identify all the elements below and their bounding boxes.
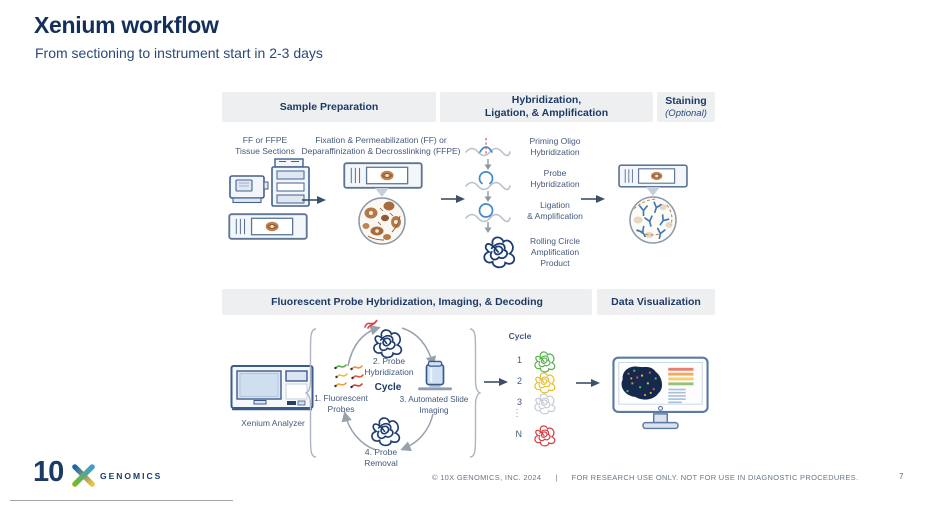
fixation-slide-icon	[343, 162, 423, 189]
header-hybridization-line2: Ligation, & Amplification	[484, 107, 609, 119]
cycle-ellipsis: ⋮	[512, 408, 522, 419]
arrow-right-icon	[302, 195, 326, 205]
page-number: 7	[899, 472, 904, 481]
footer-divider-line	[10, 500, 233, 501]
footer-separator: |	[555, 473, 558, 482]
right-brace-icon	[468, 328, 481, 458]
staining-magnified-icon	[629, 187, 677, 244]
header-staining-label: Staining	[665, 95, 707, 107]
page-subtitle: From sectioning to instrument start in 2…	[35, 45, 323, 61]
header-sample-preparation-label: Sample Preparation	[279, 100, 379, 113]
probe-hybridization-ball-icon	[370, 326, 403, 359]
arrow-right-icon	[576, 378, 600, 388]
data-visualization-monitor-icon	[612, 356, 709, 430]
header-sample-preparation: Sample Preparation	[222, 92, 436, 122]
arrow-right-icon	[581, 194, 605, 204]
header-hybridization-line1: Hybridization,	[511, 94, 582, 107]
header-fluorescent-label: Fluorescent Probe Hybridization, Imaging…	[271, 295, 543, 308]
staining-slide-icon	[618, 164, 688, 188]
arrow-right-icon	[484, 377, 508, 387]
rca-product-icon	[480, 233, 516, 269]
xenium-analyzer-label: Xenium Analyzer	[241, 418, 305, 428]
cycle-list-header: Cycle	[508, 331, 532, 341]
objective-icon	[418, 360, 452, 391]
probe-hybridization-icon	[464, 171, 512, 192]
cycle-arrows-icon	[341, 325, 437, 452]
footer-legal: © 10X GENOMICS, INC. 2024 | FOR RESEARCH…	[432, 473, 858, 482]
header-fluorescent: Fluorescent Probe Hybridization, Imaging…	[222, 289, 592, 315]
header-hybridization: Hybridization, Ligation, & Amplification	[440, 92, 653, 122]
logo-genomics: GENOMICS	[100, 471, 163, 481]
cycle-row-number: 3	[516, 397, 522, 407]
ligation-icon	[464, 203, 512, 224]
priming-oligo-icon	[464, 138, 512, 158]
probe-removal-ball-icon	[368, 414, 401, 447]
xenium-analyzer-icon	[230, 365, 314, 411]
sectioning-instruments-icon	[229, 158, 310, 207]
arrow-down-icon	[483, 159, 493, 170]
header-data-visualization-label: Data Visualization	[611, 295, 701, 308]
tissue-slide-icon	[228, 213, 308, 240]
arrow-down-icon	[483, 191, 493, 202]
cycle-center-label: Cycle	[374, 382, 402, 393]
logo-x-icon	[72, 464, 95, 487]
tissue-magnified-icon	[358, 188, 406, 245]
cycleN-ball-icon	[532, 423, 556, 447]
red-probe-squiggle-icon	[364, 319, 378, 329]
ligation-label: Ligation& Amplification	[527, 200, 583, 222]
cycle3-ball-icon	[532, 391, 556, 415]
footer-disclaimer: FOR RESEARCH USE ONLY. NOT FOR USE IN DI…	[571, 473, 859, 482]
fluorescent-probes-icon	[334, 364, 364, 389]
arrow-right-icon	[441, 194, 465, 204]
header-staining: Staining (Optional)	[657, 92, 715, 122]
cycle-row-number: N	[515, 429, 523, 439]
footer-copyright: © 10X GENOMICS, INC. 2024	[432, 473, 542, 482]
cycle-row-number: 2	[516, 376, 522, 386]
header-staining-sublabel: (Optional)	[665, 107, 707, 119]
header-data-visualization: Data Visualization	[597, 289, 715, 315]
cycle-row-number: 1	[516, 355, 522, 365]
page-title: Xenium workflow	[34, 12, 219, 38]
logo-10: 10	[33, 456, 64, 488]
arrow-down-icon	[483, 222, 493, 233]
